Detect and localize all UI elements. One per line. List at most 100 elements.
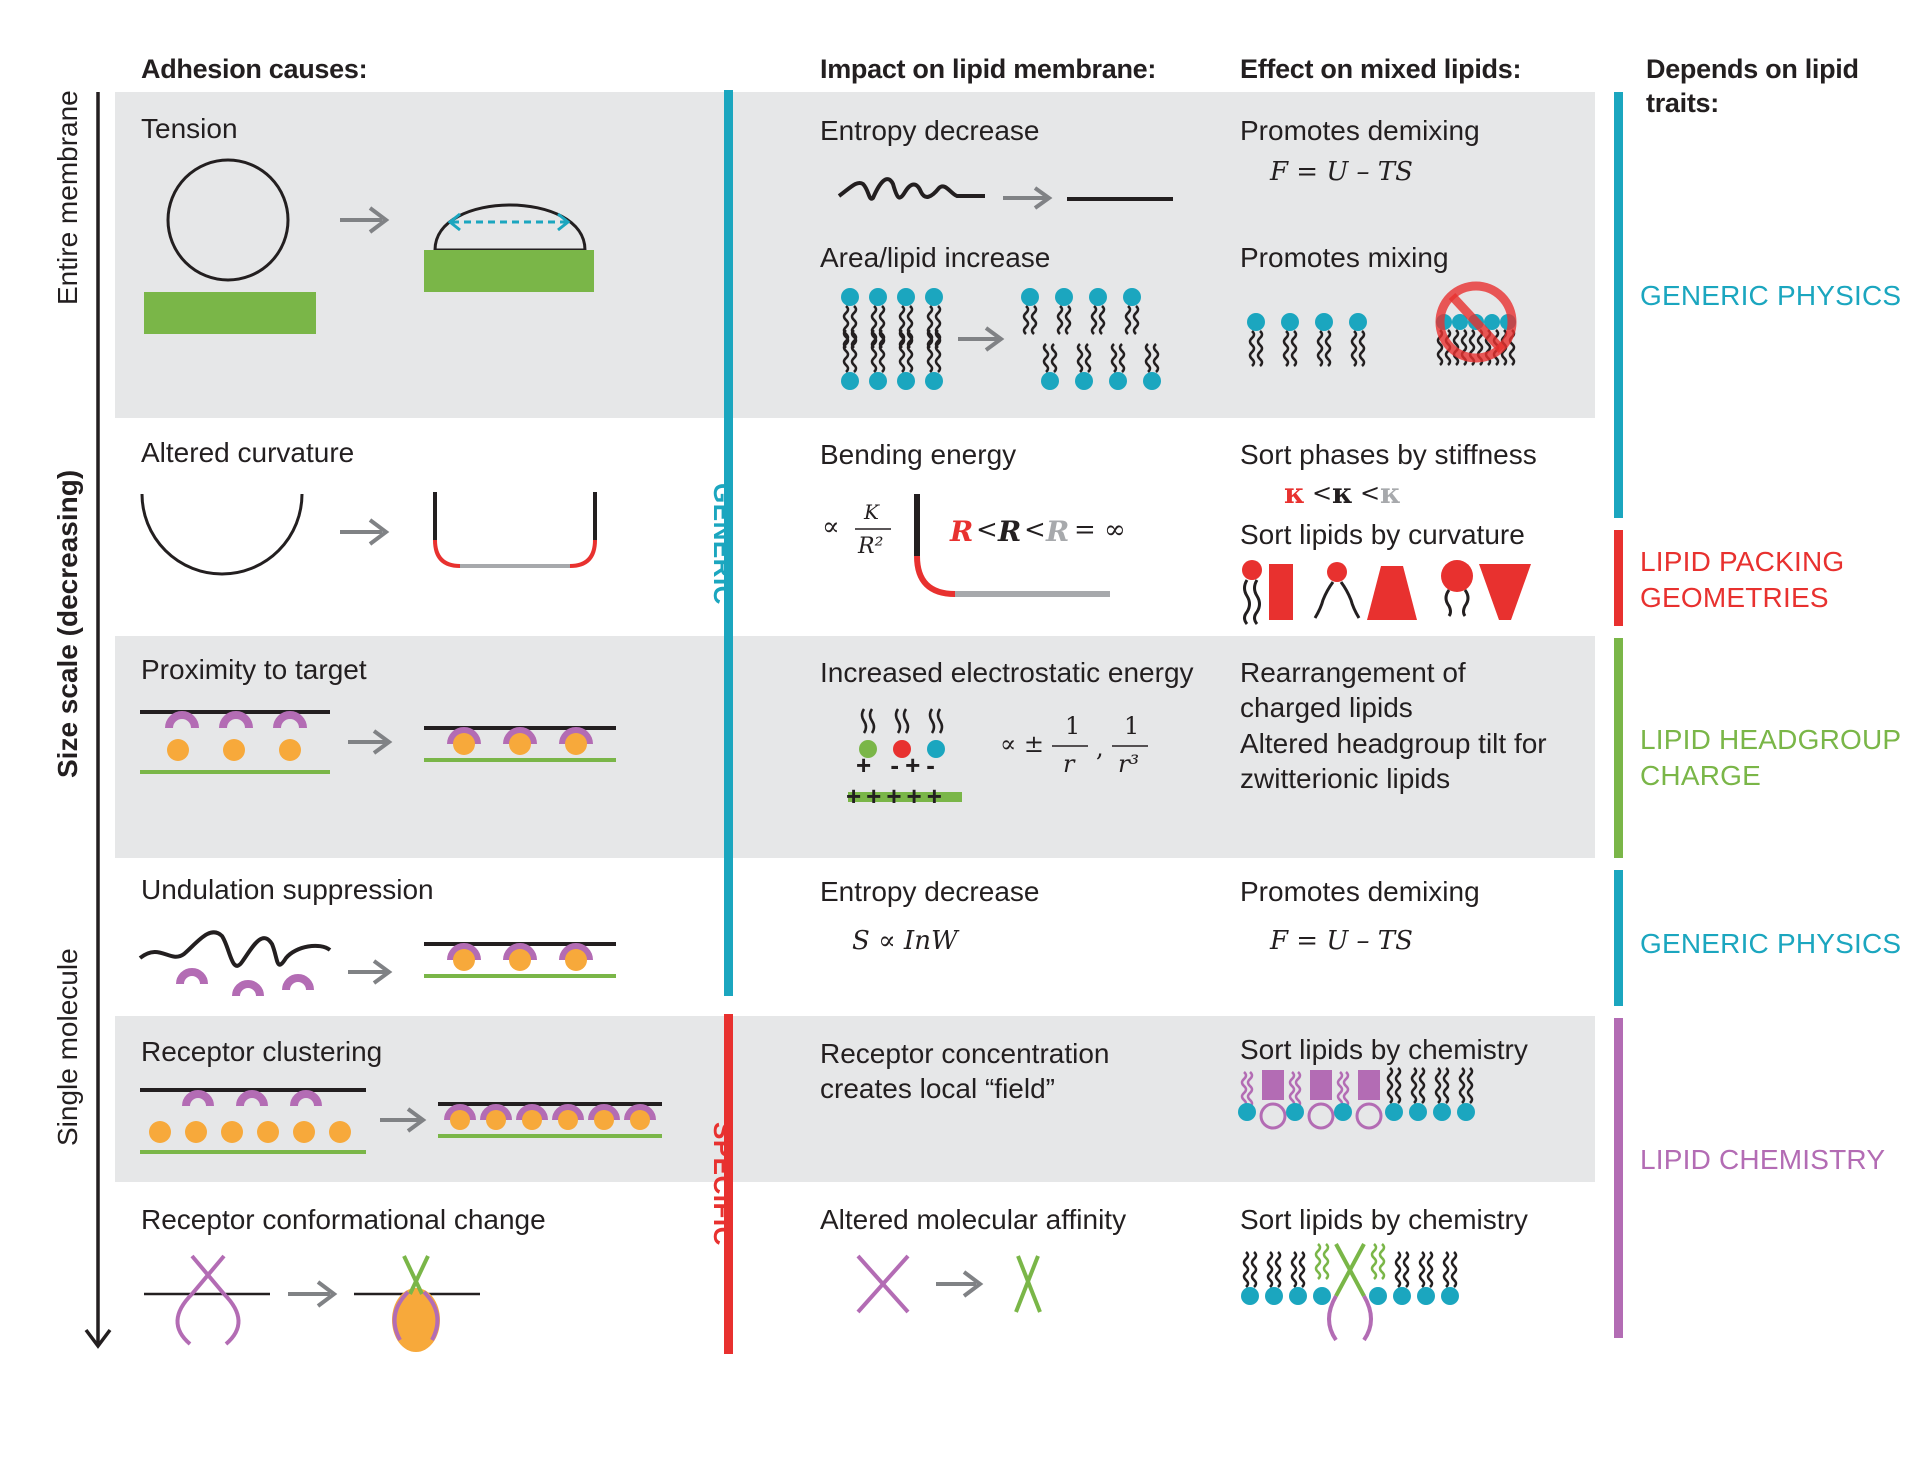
- lipid-bottom-stretched-tail: [1152, 343, 1160, 373]
- trait-generic-physics-2: GENERIC PHYSICS: [1640, 928, 1902, 959]
- lipid-bottom-stretched-tail: [1110, 343, 1118, 373]
- receptor-arc-clustered: [516, 1104, 548, 1121]
- lipid-top-head: [897, 288, 915, 306]
- lipid-bottom-tail: [934, 329, 942, 373]
- ligand-dot: [221, 1121, 243, 1143]
- lipid-top-head: [869, 288, 887, 306]
- header-depends: Depends on lipid traits:: [1646, 54, 1859, 118]
- stretch-arrow-head: [984, 326, 1005, 352]
- green-lipid-tail: [1322, 1243, 1330, 1280]
- lipid-bottom-stretched-tail: [1144, 343, 1152, 373]
- bending-prop-symbol: ∝: [822, 512, 840, 542]
- teal-lipid-head: [1385, 1103, 1403, 1121]
- electrostatic-prop: ∝ ±: [1000, 730, 1044, 758]
- lipid-bottom-stretched-tail: [1042, 343, 1050, 373]
- teal-lipid-tail: [1394, 1251, 1402, 1288]
- purple-lipid-tail: [1336, 1071, 1344, 1108]
- lipid-bottom-tail: [870, 329, 878, 373]
- receptor-ring: [1355, 1102, 1383, 1130]
- effect-sort-lipids-curvature: Sort lipids by curvature: [1240, 519, 1525, 550]
- teal-lipid-tail: [1274, 1251, 1282, 1288]
- receptor-arc-clustered: [444, 1104, 476, 1121]
- lipid-top-tail: [926, 305, 934, 349]
- header-impact: Impact on lipid membrane:: [820, 54, 1157, 84]
- conformational-illustration: [144, 1254, 480, 1352]
- lipid-top-tail: [870, 305, 878, 349]
- free-energy-equation-2: F = U – TS: [1270, 926, 1413, 956]
- teal-lipid-tail: [1442, 1067, 1450, 1104]
- header-effect: Effect on mixed lipids:: [1240, 54, 1522, 84]
- lipid-top-tail: [898, 305, 906, 349]
- specific-bar: [724, 1014, 733, 1354]
- teal-lipid-tail: [1466, 1067, 1474, 1104]
- receptor-arc-close: [503, 727, 537, 745]
- teal-lipid-head: [1417, 1287, 1435, 1305]
- entropy-squiggle-illustration: [837, 177, 1173, 210]
- kappa-lt-2: <: [1360, 479, 1381, 507]
- teal-lipid-head: [1433, 1103, 1451, 1121]
- receptor-base: [1327, 1294, 1338, 1342]
- ligand-dot-close: [565, 733, 587, 755]
- chemistry-sort-illustration-2: [1241, 1243, 1459, 1342]
- effect-promotes-mixing: Promotes mixing: [1240, 242, 1449, 273]
- lipid-top-stretched-head: [1021, 288, 1039, 306]
- ligand-dot: [167, 739, 189, 761]
- teal-lipid-tail: [1242, 1251, 1250, 1288]
- lipid-top-stretched-tail: [1132, 305, 1140, 335]
- receptor-arc: [182, 1090, 214, 1107]
- mixed-lipid-tail: [1358, 330, 1366, 367]
- receptor-arc-clustered: [624, 1104, 656, 1121]
- mixed-lipid-tail: [1290, 330, 1298, 367]
- teal-lipid-tail: [1386, 1067, 1394, 1104]
- lipid-top-stretched-tail: [1030, 305, 1038, 335]
- ligand-dot-clustered: [630, 1110, 650, 1130]
- lipid-top-stretched-tail: [1098, 305, 1106, 335]
- lipid-head: [1313, 1287, 1331, 1305]
- clustering-illustration: [140, 1088, 662, 1154]
- teal-lipid-tail: [1418, 1251, 1426, 1288]
- trait-headgroup-charge-line2: CHARGE: [1640, 760, 1761, 791]
- kappa-stiff: κ: [1380, 477, 1401, 510]
- lipid-top-stretched-head: [1089, 288, 1107, 306]
- lipid-bottom-head: [869, 372, 887, 390]
- lipid-top-stretched-tail: [1022, 305, 1030, 335]
- lipid-top-head: [841, 288, 859, 306]
- lipid-top-stretched-head: [1123, 288, 1141, 306]
- receptor-arc-close: [447, 727, 481, 745]
- teal-lipid-tail: [1458, 1067, 1466, 1104]
- electrostatic-sep: ,: [1096, 734, 1104, 762]
- effect-sort-phases-stiffness: Sort phases by stiffness: [1240, 439, 1537, 470]
- mixed-lipid-tail: [1248, 330, 1256, 367]
- lipid-top-tail: [850, 305, 858, 349]
- row-band-tension: [115, 92, 1595, 418]
- receptor-arc: [176, 968, 208, 985]
- trait-lipid-chemistry: LIPID CHEMISTRY: [1640, 1144, 1886, 1175]
- teal-lipid-tail: [1394, 1067, 1402, 1104]
- affinity-illustration: [856, 1254, 1042, 1314]
- receptor-block: [1262, 1070, 1284, 1100]
- mixed-lipid-tail: [1316, 330, 1324, 367]
- packed-lipid-head: [1452, 314, 1468, 330]
- mixed-lipid-head: [1247, 313, 1265, 331]
- receptor-arc: [282, 974, 314, 991]
- trait-bar-generic-2: [1614, 870, 1623, 1006]
- generic-bar: [724, 90, 733, 996]
- trait-bar-packing: [1614, 530, 1623, 626]
- lipid-bottom-tail: [906, 329, 914, 373]
- receptor-block: [1358, 1070, 1380, 1100]
- lipid-bottom-tail: [842, 329, 850, 373]
- axis-label-single-molecule: Single molecule: [52, 948, 83, 1146]
- mixed-lipid-tail: [1350, 330, 1358, 367]
- packed-lipid-tail: [1452, 329, 1460, 366]
- lipid-bottom-stretched-tail: [1084, 343, 1092, 373]
- ligand-dot: [279, 739, 301, 761]
- radius-small: R: [950, 515, 974, 548]
- teal-lipid-tail: [1266, 1251, 1274, 1288]
- bend-radius-curve: [914, 494, 1110, 597]
- fraction-bar-bending: [855, 528, 891, 530]
- receptor-arc-clustered: [480, 1104, 512, 1121]
- clustering-arrow-head: [406, 1107, 427, 1133]
- mixing-lipids-illustration: [1247, 281, 1517, 367]
- trait-bar-chemistry: [1614, 1018, 1623, 1338]
- teal-lipid-tail: [1450, 1251, 1458, 1288]
